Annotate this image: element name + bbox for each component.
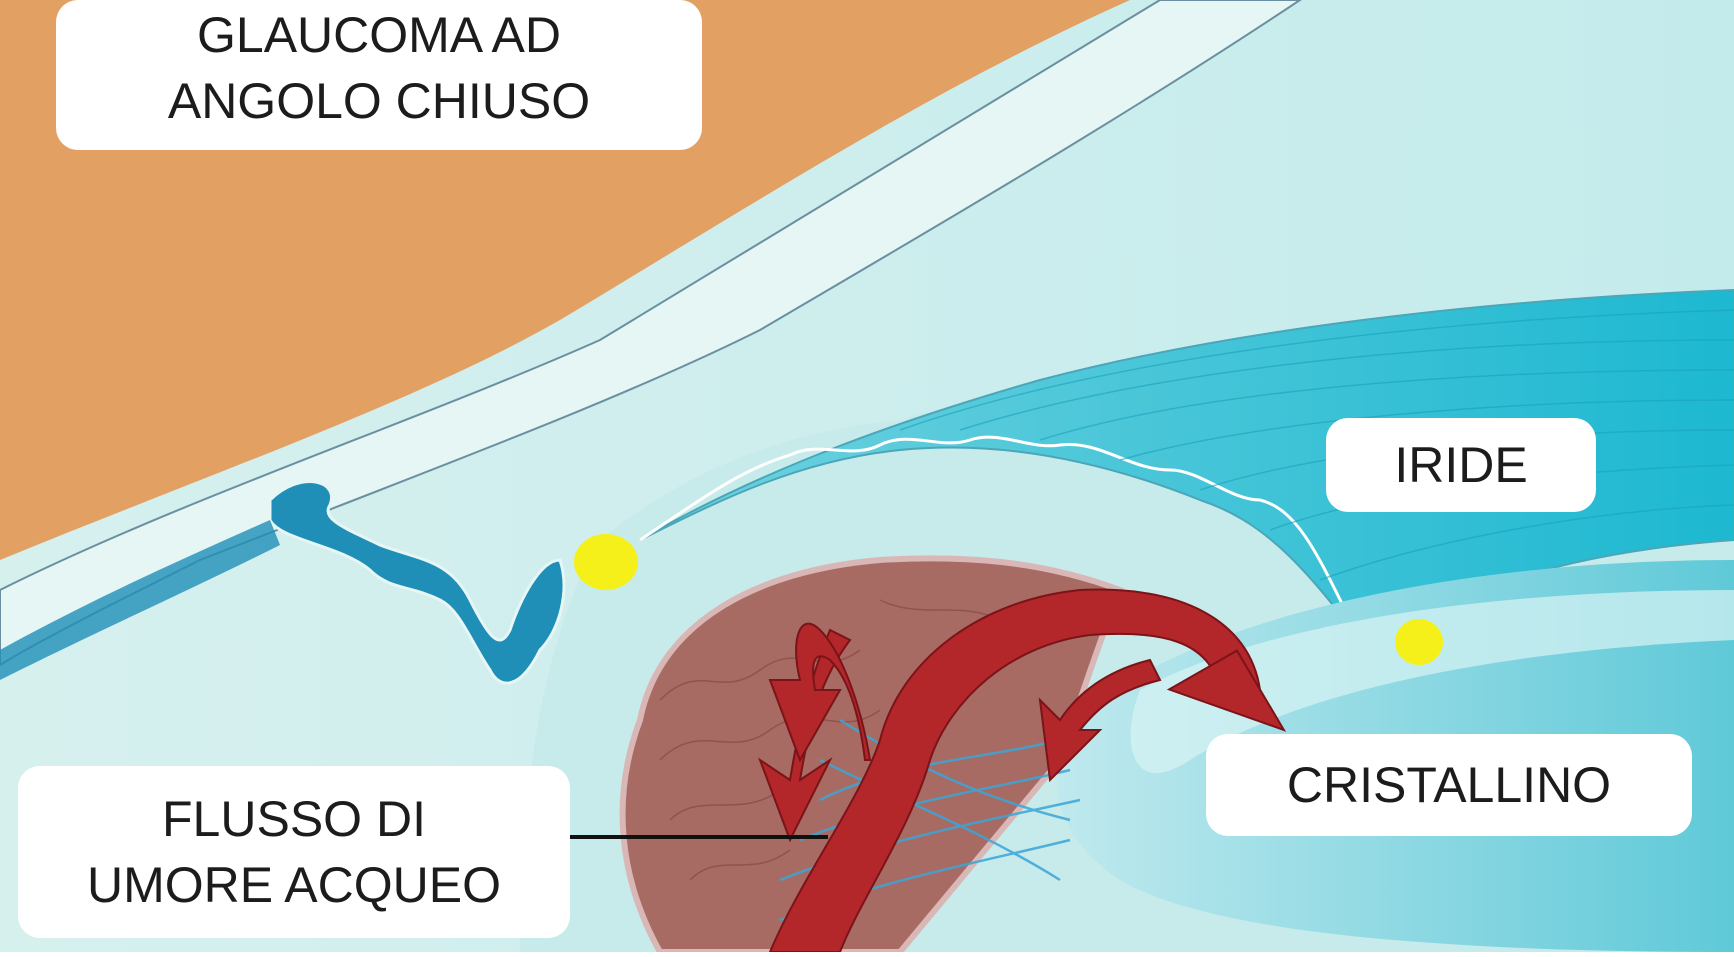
iride-label: IRIDE: [1326, 418, 1596, 512]
title-line-2: ANGOLO CHIUSO: [56, 68, 702, 134]
cristallino-text: CRISTALLINO: [1206, 734, 1692, 836]
title-line-1: GLAUCOMA AD: [56, 2, 702, 68]
angle-marker-left: [574, 534, 638, 590]
flusso-line-2: UMORE ACQUEO: [18, 852, 570, 918]
title-label: GLAUCOMA AD ANGOLO CHIUSO: [56, 0, 702, 150]
flusso-label: FLUSSO DI UMORE ACQUEO: [18, 766, 570, 938]
flusso-line-1: FLUSSO DI: [18, 786, 570, 852]
iride-text: IRIDE: [1326, 418, 1596, 512]
cristallino-label: CRISTALLINO: [1206, 734, 1692, 836]
angle-marker-right: [1395, 619, 1443, 665]
